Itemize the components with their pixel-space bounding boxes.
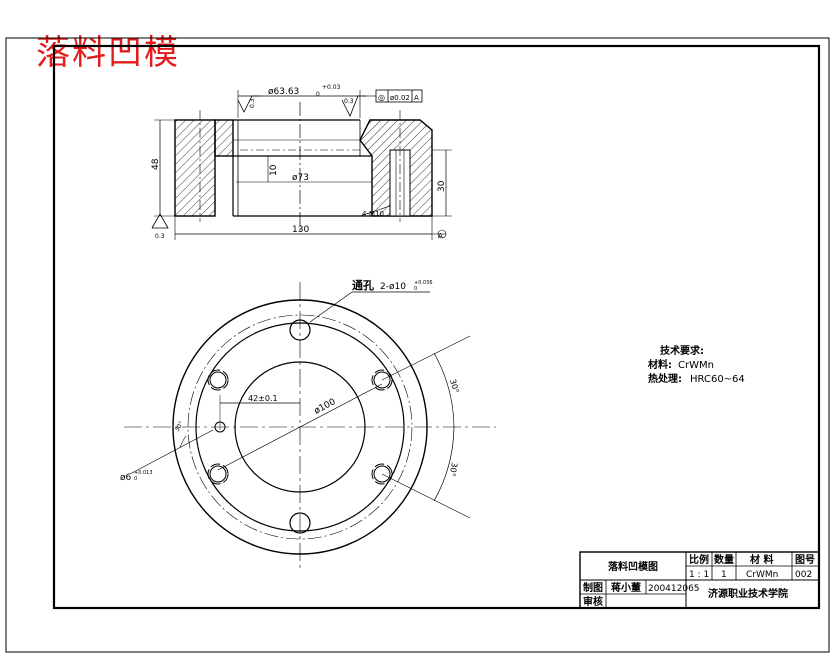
tb-col-no: 图号 [795,554,815,566]
threaded-holes [207,369,393,485]
tb-school: 济源职业技术学院 [708,587,788,600]
through-hole-tol: +0.036 [414,280,433,286]
tb-col-qty: 数量 [714,553,734,566]
tb-val-scale: 1 : 1 [689,570,709,580]
outer-frame [5,37,830,653]
tb-student-id: 200412065 [648,584,700,594]
roughness-symbol-right [341,95,366,117]
roughness-symbol-side [151,213,169,229]
tb-col-material: 材 料 [750,553,773,566]
plan-view [124,282,496,570]
dim-hole-note: 4-M10 [362,210,384,218]
roughness-value-side: 0.3 [155,233,165,240]
tb-val-no: 002 [795,570,812,580]
tb-row-checked: 审核 [583,595,603,608]
tb-col-scale: 比例 [689,553,709,566]
tb-row-drawn: 制图 [583,581,603,594]
through-hole-tol-low: 0 [414,286,417,292]
title-block [579,551,820,609]
gdt-symbol: ◎ [378,93,385,102]
roughness-value-right: 0.3 [344,98,354,105]
dim-inner-dia: ø73 [292,173,309,183]
dim-offset: 42±0.1 [248,394,278,403]
dim-outer-tol-low: 0 [316,91,320,98]
section-left-wall [174,119,216,217]
tech-heat-label: 热处理: [648,372,682,385]
dim-outer-tol: +0.03 [322,84,341,91]
dim-pin-hole: ø6 [120,473,132,483]
through-hole-label: 通孔 [352,279,374,292]
dim-height: 48 [151,158,161,170]
tech-heat-value: HRC60~64 [690,374,745,385]
dim-step: 10 [269,164,279,176]
section-view [151,89,452,240]
through-hole-dim: 2-ø10 [380,282,406,292]
roughness-symbol-left [237,95,262,113]
inner-frame [52,44,821,610]
roughness-value-left: 0.3 [249,98,256,108]
tb-drawing-name: 落料凹模图 [608,560,658,573]
bolt-circle [187,314,413,540]
angle-bottom: 30° [448,462,459,478]
tb-val-qty: 1 [721,570,727,580]
drawing-title-red: 落料凹模 [36,33,180,73]
dim-pin-tol: +0.013 [134,470,153,476]
tech-material-label: 材料: [648,358,672,371]
technical-requirements: 技术要求: 材料: CrWMn 热处理: HRC60~64 [648,344,745,385]
section-left-step [214,119,234,157]
dim-outer-dia: ø63.63 [268,87,299,97]
datum-label: A [438,232,443,240]
angle-top: 30° [448,378,460,394]
tech-heading: 技术要求: [660,344,704,357]
tech-material-value: CrWMn [678,360,714,371]
through-hole-bottom [289,512,311,534]
tb-drawer-name: 蒋小董 [611,581,641,594]
gdt-value: ø0.02 [390,94,410,102]
dim-hole-depth: 30 [437,180,447,192]
gdt-datum: A [414,94,419,102]
angle-small: 30° [174,420,185,433]
dim-length: 130 [292,225,309,235]
through-hole-top [289,319,311,341]
tb-val-material: CrWMn [746,570,778,580]
dim-pin-tol-low: 0 [134,476,137,482]
